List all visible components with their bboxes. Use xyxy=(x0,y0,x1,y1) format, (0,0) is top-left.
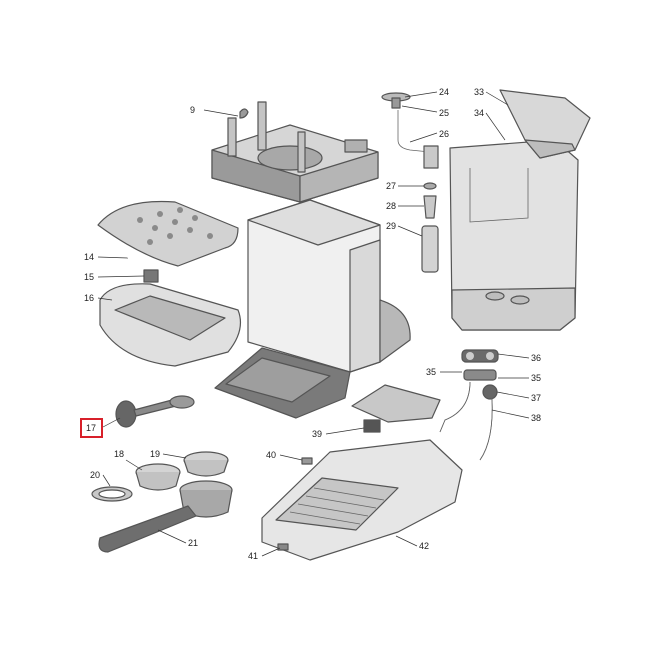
callout-41: 41 xyxy=(248,551,258,561)
callout-36: 36 xyxy=(531,353,541,363)
drip-tray-grid-part xyxy=(97,200,239,267)
callout-labels: 9 24 25 26 27 28 29 33 34 14 15 16 17 18… xyxy=(84,87,541,561)
callout-25: 25 xyxy=(439,108,449,118)
filter-baskets xyxy=(91,451,229,502)
callout-20: 20 xyxy=(90,470,100,480)
leader-lines xyxy=(97,91,530,557)
main-housing-part xyxy=(214,199,411,419)
callout-40: 40 xyxy=(266,450,276,460)
callout-37: 37 xyxy=(531,393,541,403)
measuring-scoop-part xyxy=(115,395,195,428)
callout-38: 38 xyxy=(531,413,541,423)
steam-wand-parts xyxy=(381,92,439,273)
float-part-15 xyxy=(143,269,159,283)
callout-24: 24 xyxy=(439,87,449,97)
callout-9: 9 xyxy=(190,105,195,115)
callout-29: 29 xyxy=(386,221,396,231)
portafilter-part xyxy=(98,480,233,553)
callout-21: 21 xyxy=(188,538,198,548)
clip-part-9 xyxy=(239,108,249,119)
callout-33: 33 xyxy=(474,87,484,97)
callout-35a: 35 xyxy=(426,367,436,377)
callout-15: 15 xyxy=(84,272,94,282)
callout-17: 17 xyxy=(86,423,96,433)
callout-19: 19 xyxy=(150,449,160,459)
callout-28: 28 xyxy=(386,201,396,211)
tank-lid-part xyxy=(499,89,591,159)
drip-tray-part xyxy=(99,283,241,367)
callout-27: 27 xyxy=(386,181,396,191)
callout-34: 34 xyxy=(474,108,484,118)
callout-42: 42 xyxy=(419,541,429,551)
water-tank-part xyxy=(449,139,579,331)
callout-39: 39 xyxy=(312,429,322,439)
callout-26: 26 xyxy=(439,129,449,139)
callout-18: 18 xyxy=(114,449,124,459)
callout-16: 16 xyxy=(84,293,94,303)
base-frame-part xyxy=(261,439,463,561)
top-frame-part xyxy=(211,101,379,203)
valve-block-parts xyxy=(439,349,499,461)
callout-14: 14 xyxy=(84,252,94,262)
callout-35b: 35 xyxy=(531,373,541,383)
pump-bracket-part xyxy=(351,384,441,433)
highlight-box xyxy=(80,418,103,438)
